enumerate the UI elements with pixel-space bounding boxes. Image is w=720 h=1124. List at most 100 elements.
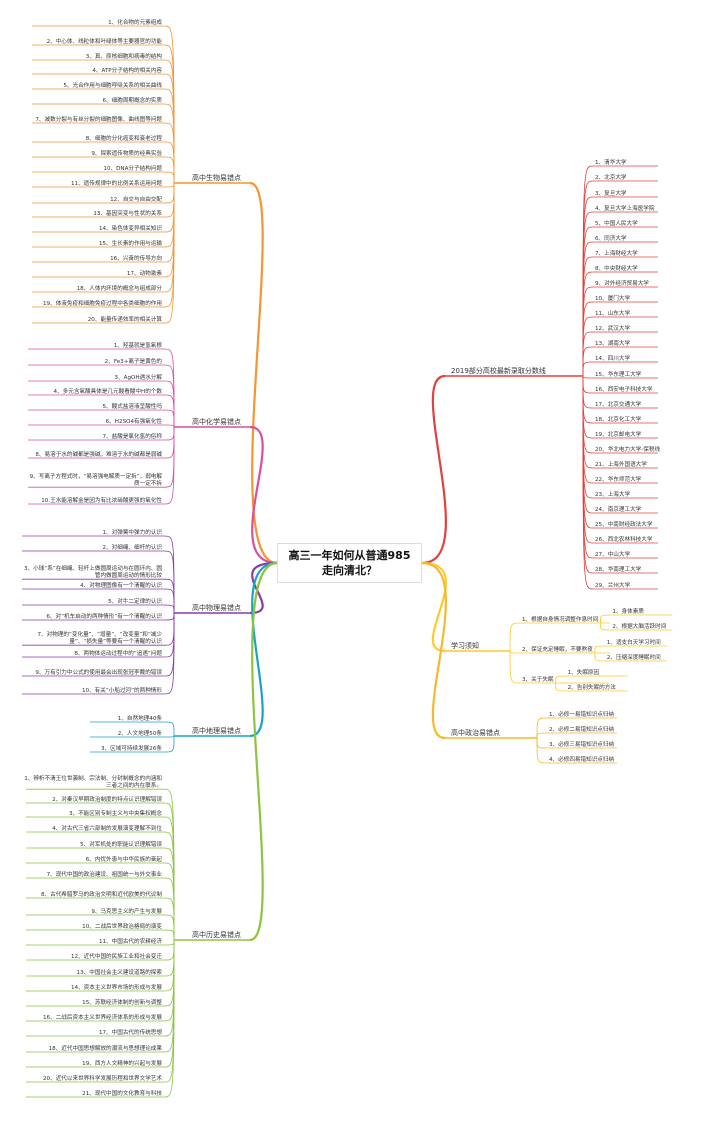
leaf-item[interactable]: 8、易溶于水的碱都是强碱，难溶于水的碱都是弱碱	[35, 450, 162, 458]
leaf-item[interactable]: 5、光合作用与细胞呼吸关系的相关曲线	[63, 81, 162, 89]
branch-label[interactable]: 高中地理易错点	[192, 726, 241, 735]
leaf-item[interactable]: 22、华东师范大学	[595, 475, 642, 483]
leaf-item[interactable]: 7、盐酸是氯化氢的俗称	[103, 432, 163, 440]
leaf-item[interactable]: 16、二战后资本主义世界经济体系的形成与发展	[43, 1013, 162, 1021]
leaf-item[interactable]: 14、四川大学	[595, 354, 630, 362]
leaf-item[interactable]: 1、失眠原因	[568, 668, 600, 676]
leaf-item[interactable]: 15、生长素的作用与运输	[99, 239, 162, 247]
leaf-item[interactable]: 21、现代中国的文化教育与科技	[82, 1089, 162, 1097]
leaf-item[interactable]: 4、对物理图像有一个清醒的认识	[80, 581, 162, 589]
leaf-item[interactable]: 11、山东大学	[595, 309, 630, 317]
branch-label[interactable]: 高中政治易错点	[451, 728, 500, 737]
leaf-item[interactable]: 3、复旦大学	[595, 189, 627, 197]
leaf-item[interactable]: 2、北京大学	[595, 173, 627, 181]
leaf-item[interactable]: 3、必修三易错知识点归纳	[549, 740, 614, 748]
leaf-item[interactable]: 9、马克思主义的产生与发展	[91, 907, 162, 915]
leaf-item[interactable]: 1、根据自身情况调整作息时间	[522, 615, 599, 623]
leaf-item[interactable]: 13、基因突变与性状的关系	[93, 209, 162, 217]
leaf-item[interactable]: 1、羟基就是氢氧根	[114, 341, 163, 349]
leaf-item[interactable]: 2、中心体、线粒体和叶绿体等主要器官的功能	[47, 37, 163, 45]
leaf-item[interactable]: 23、上海大学	[595, 490, 630, 498]
leaf-item[interactable]: 16、西安电子科技大学	[595, 385, 653, 393]
leaf-item[interactable]: 2、人文地理50条	[118, 729, 163, 737]
leaf-item[interactable]: 1、辨析不清王位世袭制、宗法制、分封制概念的内涵和三者之间的内在联系。	[24, 774, 162, 789]
leaf-item[interactable]: 10.王水能溶解金是因为有比浓硝酸更强的氧化性	[41, 496, 162, 504]
leaf-item[interactable]: 8、两物体运动过程中的“追遇”问题	[74, 649, 162, 657]
leaf-item[interactable]: 18、人体内环境的概念与组成部分	[77, 284, 163, 292]
leaf-item[interactable]: 14、资本主义世界市场的形成与发展	[71, 983, 162, 991]
leaf-item[interactable]: 27、中山大学	[595, 550, 630, 558]
branch-label[interactable]: 高中生物易错点	[192, 173, 241, 182]
leaf-item[interactable]: 2、告别失眠的方法	[568, 683, 617, 691]
leaf-item[interactable]: 24、南京理工大学	[595, 505, 642, 513]
leaf-item[interactable]: 7、对物理的“变化量”、“增量”、“改变量”和“减少量”、“损失量”等要有一个清…	[37, 630, 162, 645]
leaf-item[interactable]: 3、小球“系”在细绳、轻杆上做圆周运动与在圆环内、圆管内做圆周运动的情形比较	[24, 564, 162, 579]
leaf-item[interactable]: 10、DNA分子结构问题	[103, 164, 162, 172]
leaf-item[interactable]: 18、北京化工大学	[595, 415, 642, 423]
branch-label[interactable]: 高中历史易错点	[192, 930, 241, 939]
leaf-item[interactable]: 25、中南财经政法大学	[595, 520, 653, 528]
leaf-item[interactable]: 6、内忧外患与中华民族的奋起	[86, 855, 163, 863]
leaf-item[interactable]: 19、体液免疫和细胞免疫过程中各类细胞的作用	[43, 299, 162, 307]
leaf-item[interactable]: 2、必修二易错知识点归纳	[549, 725, 614, 733]
leaf-item[interactable]: 11、中国古代的农耕经济	[99, 937, 162, 945]
leaf-item[interactable]: 13、湖南大学	[595, 339, 630, 347]
branch-label[interactable]: 高中化学易错点	[192, 417, 241, 426]
leaf-item[interactable]: 4、ATP分子结构的相关内容	[92, 66, 162, 74]
leaf-item[interactable]: 13、中国社会主义建设道路的探索	[77, 968, 163, 976]
leaf-item[interactable]: 9、探索遗传物质的经典实验	[91, 149, 162, 157]
leaf-item[interactable]: 18、近代中国思想解放的潮流与思想理论成果	[49, 1044, 163, 1052]
leaf-item[interactable]: 19、北京邮电大学	[595, 430, 642, 438]
leaf-item[interactable]: 16、兴奋的传导方向	[110, 254, 162, 262]
leaf-item[interactable]: 1、清华大学	[595, 158, 627, 166]
leaf-item[interactable]: 6、对“机车启动的两种情形”有一个清醒的认识	[46, 612, 162, 620]
leaf-item[interactable]: 4、必修四易错知识点归纳	[549, 755, 614, 763]
leaf-item[interactable]: 4、复旦大学上海医学院	[595, 204, 655, 212]
leaf-item[interactable]: 7、减数分裂与有丝分裂的细胞图像、曲线图等问题	[35, 115, 162, 123]
leaf-item[interactable]: 11、遗传规律中的比例关系运用问题	[71, 179, 162, 187]
leaf-item[interactable]: 3、区域可持续发展26条	[101, 744, 162, 752]
leaf-item[interactable]: 1、必修一易错知识点归纳	[549, 710, 614, 718]
leaf-item[interactable]: 5、对牛二定律的认识	[108, 597, 162, 605]
root-topic[interactable]: 高三一年如何从普通985走向清北？	[277, 543, 422, 583]
branch-label[interactable]: 高中物理易错点	[192, 603, 241, 612]
leaf-item[interactable]: 1、自然地理40条	[118, 714, 163, 722]
leaf-item[interactable]: 7、现代中国的政治建设、祖国统一与外交事业	[47, 870, 163, 878]
leaf-item[interactable]: 8、古代希腊罗马的政治文明和近代欧美的代议制	[41, 890, 162, 898]
leaf-item[interactable]: 17、中国古代的传统思想	[99, 1028, 162, 1036]
leaf-item[interactable]: 28、华南理工大学	[595, 565, 642, 573]
leaf-item[interactable]: 14、染色体变异相关知识	[99, 224, 162, 232]
leaf-item[interactable]: 1、身体素质	[612, 607, 644, 615]
leaf-item[interactable]: 10、有关“小船过河”的两种情形	[82, 686, 162, 694]
leaf-item[interactable]: 29、兰州大学	[595, 581, 630, 589]
leaf-item[interactable]: 1、化合物的元素组成	[108, 18, 162, 26]
leaf-item[interactable]: 10、厦门大学	[595, 294, 630, 302]
leaf-item[interactable]: 8、中央财经大学	[595, 264, 638, 272]
leaf-item[interactable]: 5、中国人民大学	[595, 219, 638, 227]
leaf-item[interactable]: 20、华北电力大学-保税线	[595, 445, 660, 453]
leaf-item[interactable]: 2、Fe3+离子是黄色的	[105, 357, 163, 365]
leaf-item[interactable]: 9、万有引力中公式的使用最会出现张冠李戴的错误	[35, 668, 162, 676]
leaf-item[interactable]: 4、对古代三省六部制的发展演变理解不到位	[52, 824, 162, 832]
leaf-item[interactable]: 5、酸式盐溶液呈酸性吗	[103, 402, 163, 410]
leaf-item[interactable]: 12、武汉大学	[595, 324, 630, 332]
leaf-item[interactable]: 17、北京交通大学	[595, 400, 642, 408]
leaf-item[interactable]: 1、对弹簧中弹力的认识	[103, 528, 163, 536]
leaf-item[interactable]: 9、写离子方程式时，“易溶强电解质一定拆”，弱电解质一定不拆	[30, 472, 163, 487]
leaf-item[interactable]: 17、动物激素	[127, 269, 162, 277]
leaf-item[interactable]: 12、近代中国的民族工业和社会变迁	[71, 952, 162, 960]
leaf-item[interactable]: 15、苏联经济体制的创新与调整	[82, 998, 162, 1006]
leaf-item[interactable]: 9、对外经济贸易大学	[595, 279, 649, 287]
leaf-item[interactable]: 19、西方人文精神的兴起与发展	[82, 1059, 162, 1067]
leaf-item[interactable]: 2、根据大脑活跃时间	[612, 622, 666, 630]
leaf-item[interactable]: 2、对细绳、细杆的认识	[103, 543, 163, 551]
leaf-item[interactable]: 6、细胞周期概念的实质	[103, 96, 163, 104]
leaf-item[interactable]: 12、自交与自由交配	[110, 195, 162, 203]
leaf-item[interactable]: 6、H2SO4有强氧化性	[106, 417, 163, 425]
leaf-item[interactable]: 2、保证充足睡眠，不要熬夜	[522, 645, 593, 653]
leaf-item[interactable]: 3、AgOH遇水分解	[114, 373, 162, 381]
leaf-item[interactable]: 6、同济大学	[595, 234, 627, 242]
leaf-item[interactable]: 5、对军机处的职能认识理解错误	[80, 840, 162, 848]
leaf-item[interactable]: 26、西北农林科技大学	[595, 535, 653, 543]
branch-label[interactable]: 学习须知	[451, 641, 479, 650]
